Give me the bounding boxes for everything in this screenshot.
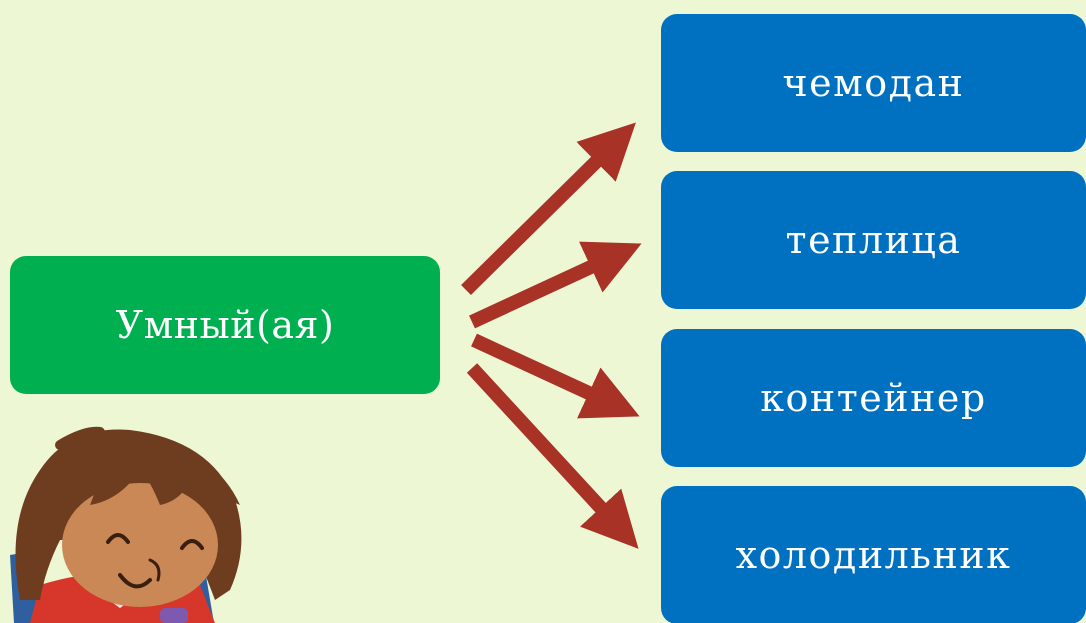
target-word-box-teplitsa: теплица xyxy=(661,171,1086,309)
target-word-box-chemodan: чемодан xyxy=(661,14,1086,152)
arrow-to-kholodilnik xyxy=(466,363,639,549)
target-word-label: контейнер xyxy=(760,376,987,420)
target-word-box-kholodilnik: холодильник xyxy=(661,486,1086,623)
source-word-box: Умный(ая) xyxy=(10,256,440,394)
arrow-to-teplitsa xyxy=(469,241,642,329)
target-word-box-konteiner: контейнер xyxy=(661,329,1086,467)
target-word-label: теплица xyxy=(785,218,962,262)
arrow-to-konteiner xyxy=(471,333,640,419)
arrow-to-chemodan xyxy=(461,122,636,295)
target-word-label: чемодан xyxy=(782,61,965,105)
source-word-label: Умный(ая) xyxy=(115,303,335,347)
target-word-label: холодильник xyxy=(735,533,1012,577)
